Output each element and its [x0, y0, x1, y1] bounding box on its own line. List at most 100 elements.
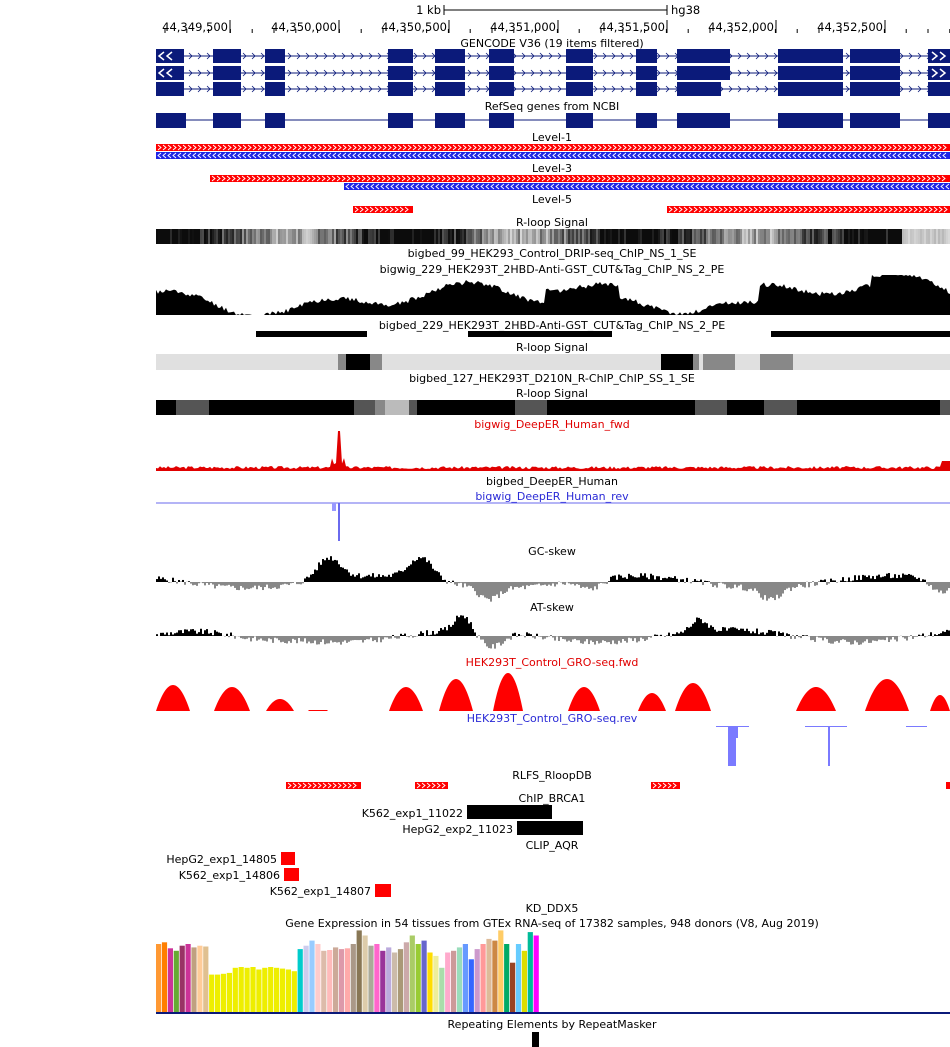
- track-label-level5[interactable]: Level-5: [532, 193, 572, 206]
- track-label-gro-rev[interactable]: HEK293T_Control_GRO-seq.rev: [467, 712, 638, 725]
- gtex-tissue-bar[interactable]: [515, 944, 522, 1012]
- track-label-chip-brca1[interactable]: ChIP_BRCA1: [519, 792, 586, 805]
- gtex-tissue-bar[interactable]: [173, 950, 179, 1012]
- gtex-tissue-bar[interactable]: [451, 950, 457, 1012]
- gtex-tissue-bar[interactable]: [427, 952, 433, 1013]
- gtex-tissue-bar[interactable]: [226, 972, 232, 1012]
- gtex-tissue-bar[interactable]: [327, 950, 333, 1012]
- gtex-tissue-bar[interactable]: [279, 968, 286, 1012]
- bigwig-229-signal[interactable]: [156, 275, 950, 315]
- gtex-tissue-bar[interactable]: [321, 950, 327, 1012]
- gtex-tissue-bar[interactable]: [209, 974, 215, 1012]
- gtex-tissue-bar[interactable]: [492, 940, 498, 1012]
- gtex-tissue-bar[interactable]: [374, 944, 380, 1012]
- chip-brca1-features[interactable]: K562_exp1_11022 HepG2_exp2_11023: [362, 805, 583, 836]
- track-label-kd-ddx5[interactable]: KD_DDX5: [526, 902, 579, 915]
- gtex-tissue-bar[interactable]: [197, 945, 203, 1012]
- gtex-tissue-bar[interactable]: [220, 973, 227, 1013]
- track-label-bigwig-229[interactable]: bigwig_229_HEK293T_2HBD-Anti-GST_CUT&Tag…: [380, 263, 725, 276]
- gtex-tissue-bar[interactable]: [415, 944, 421, 1012]
- gtex-tissue-bar[interactable]: [232, 967, 238, 1012]
- rloop-signal-3-bars[interactable]: [156, 400, 950, 415]
- gtex-tissue-bar[interactable]: [504, 944, 510, 1012]
- track-label-level3[interactable]: Level-3: [532, 162, 572, 175]
- gtex-tissue-bar[interactable]: [274, 967, 280, 1012]
- level3-track[interactable]: [210, 175, 950, 190]
- gtex-tissue-bar[interactable]: [256, 969, 262, 1013]
- gtex-tissue-bar[interactable]: [498, 930, 504, 1012]
- gtex-tissue-bar[interactable]: [533, 935, 539, 1013]
- gtex-expression-bars[interactable]: [156, 930, 539, 1013]
- gtex-tissue-bar[interactable]: [338, 949, 345, 1012]
- gtex-tissue-bar[interactable]: [344, 948, 350, 1013]
- gtex-tissue-bar[interactable]: [439, 967, 445, 1012]
- level1-track[interactable]: [156, 144, 950, 159]
- track-label-level1[interactable]: Level-1: [532, 131, 572, 144]
- repeat-element[interactable]: [532, 1032, 539, 1047]
- gtex-tissue-bar[interactable]: [350, 944, 356, 1012]
- gtex-tissue-bar[interactable]: [380, 950, 386, 1012]
- track-label-deeper-fwd[interactable]: bigwig_DeepER_Human_fwd: [474, 418, 629, 431]
- track-label-gencode[interactable]: GENCODE V36 (19 items filtered): [460, 37, 643, 50]
- gro-seq-rev-signal[interactable]: [716, 726, 927, 766]
- gtex-tissue-bar[interactable]: [191, 947, 197, 1012]
- track-label-gc-skew[interactable]: GC-skew: [528, 545, 576, 558]
- gtex-tissue-bar[interactable]: [315, 944, 321, 1012]
- gtex-tissue-bar[interactable]: [167, 948, 173, 1013]
- gtex-tissue-bar[interactable]: [161, 942, 168, 1012]
- gtex-tissue-bar[interactable]: [397, 949, 404, 1012]
- gtex-tissue-bar[interactable]: [333, 947, 339, 1012]
- gtex-tissue-bar[interactable]: [392, 952, 398, 1013]
- gtex-tissue-bar[interactable]: [486, 938, 492, 1012]
- track-label-refseq[interactable]: RefSeq genes from NCBI: [485, 100, 620, 113]
- clip-aqr-features[interactable]: HepG2_exp1_14805 K562_exp1_14806 K562_ex…: [166, 852, 391, 898]
- track-label-rlfs[interactable]: RLFS_RloopDB: [512, 769, 592, 782]
- gtex-tissue-bar[interactable]: [362, 935, 368, 1013]
- track-label-clip-aqr[interactable]: CLIP_AQR: [526, 839, 579, 852]
- gtex-tissue-bar[interactable]: [203, 946, 209, 1013]
- gtex-tissue-bar[interactable]: [521, 950, 527, 1012]
- rloop-signal-2-bars[interactable]: [156, 354, 950, 370]
- at-skew-signal[interactable]: [156, 615, 950, 649]
- refseq-track[interactable]: [156, 113, 950, 128]
- gtex-tissue-bar[interactable]: [445, 952, 451, 1013]
- gtex-tissue-bar[interactable]: [309, 940, 315, 1012]
- gtex-tissue-bar[interactable]: [297, 949, 303, 1012]
- track-label-deeper-bed[interactable]: bigbed_DeepER_Human: [486, 475, 618, 488]
- gtex-tissue-bar[interactable]: [409, 935, 415, 1013]
- gro-seq-fwd-signal[interactable]: [156, 673, 950, 711]
- rloop-signal-heatmap[interactable]: [156, 229, 950, 244]
- gencode-track[interactable]: [156, 49, 950, 96]
- track-label-at-skew[interactable]: AT-skew: [530, 601, 574, 614]
- track-label-bigbed-127[interactable]: bigbed_127_HEK293T_D210N_R-ChIP_ChIP_SS_…: [409, 372, 695, 385]
- track-label-deeper-rev[interactable]: bigwig_DeepER_Human_rev: [475, 490, 629, 503]
- gtex-tissue-bar[interactable]: [285, 969, 291, 1013]
- gtex-tissue-bar[interactable]: [468, 959, 474, 1012]
- gtex-tissue-bar[interactable]: [462, 944, 468, 1012]
- gtex-tissue-bar[interactable]: [403, 942, 409, 1012]
- gtex-tissue-bar[interactable]: [510, 962, 516, 1012]
- gtex-tissue-bar[interactable]: [262, 967, 268, 1012]
- gc-skew-signal[interactable]: [156, 556, 950, 602]
- gtex-tissue-bar[interactable]: [386, 947, 392, 1012]
- track-label-rloop-signal-2[interactable]: R-loop Signal: [516, 341, 588, 354]
- deeper-rev-signal[interactable]: [156, 502, 950, 541]
- track-label-gtex[interactable]: Gene Expression in 54 tissues from GTEx …: [285, 917, 819, 930]
- gtex-tissue-bar[interactable]: [474, 949, 480, 1012]
- track-label-repeatmasker[interactable]: Repeating Elements by RepeatMasker: [448, 1018, 657, 1031]
- gtex-tissue-bar[interactable]: [179, 945, 185, 1012]
- track-label-bigbed-99[interactable]: bigbed_99_HEK293_Control_DRIP-seq_ChIP_N…: [408, 247, 697, 260]
- rlfs-features[interactable]: [286, 782, 950, 789]
- gtex-tissue-bar[interactable]: [156, 944, 162, 1012]
- gtex-tissue-bar[interactable]: [527, 932, 533, 1012]
- gtex-tissue-bar[interactable]: [291, 971, 297, 1012]
- gtex-tissue-bar[interactable]: [303, 945, 309, 1012]
- gtex-tissue-bar[interactable]: [185, 944, 191, 1012]
- level5-track[interactable]: [353, 206, 950, 213]
- gtex-tissue-bar[interactable]: [433, 955, 439, 1012]
- bigbed-229-features[interactable]: [256, 331, 950, 337]
- gtex-tissue-bar[interactable]: [244, 967, 250, 1012]
- track-label-gro-fwd[interactable]: HEK293T_Control_GRO-seq.fwd: [466, 656, 639, 669]
- gtex-tissue-bar[interactable]: [421, 940, 427, 1012]
